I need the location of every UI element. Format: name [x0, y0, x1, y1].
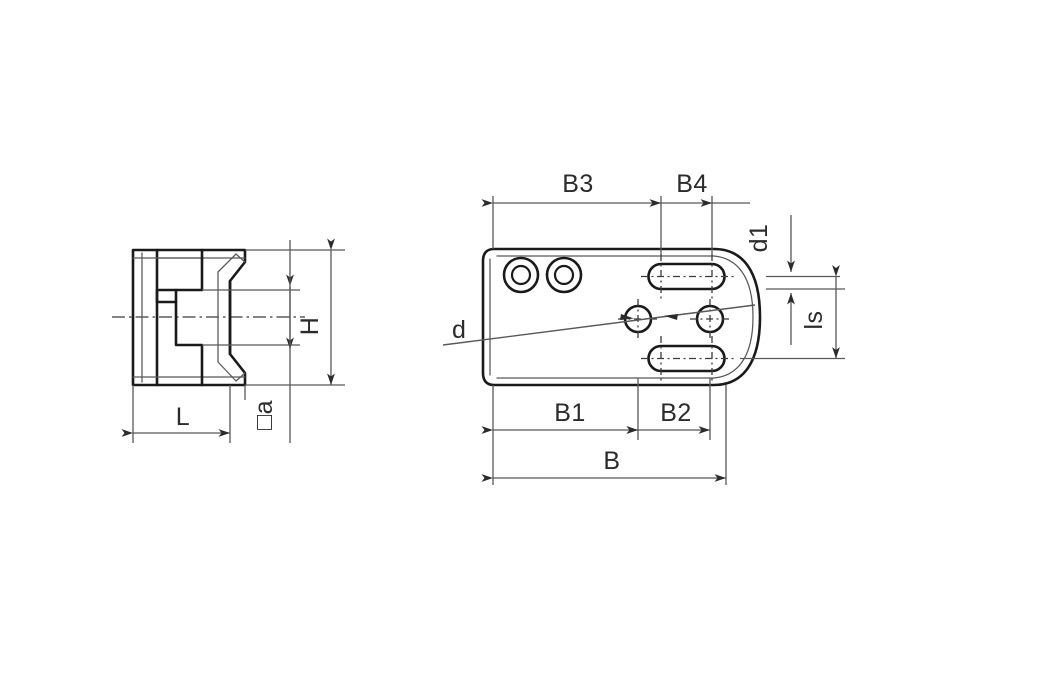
side-view-tslot-profile [174, 248, 204, 387]
side-view-group: H □a L [112, 238, 345, 443]
dim-label-B4: B4 [676, 170, 708, 198]
dim-label-ls: ls [800, 310, 828, 329]
dim-label-L: L [176, 403, 190, 431]
dim-label-d: d [452, 316, 466, 344]
upper-slot [641, 254, 735, 300]
dim-label-B: B [603, 447, 620, 475]
side-view-chamfer-edges [217, 253, 237, 382]
dim-label-d1: d1 [745, 224, 773, 253]
plan-view-group: d B3 B4 d1 ls B [442, 170, 845, 485]
dim-label-H: H [296, 317, 324, 336]
plan-view-outline [481, 247, 762, 387]
through-hole-right [690, 299, 730, 339]
dim-label-square-a: □a [250, 400, 278, 430]
plan-view-right-inner-edge [713, 255, 754, 379]
dim-label-B1: B1 [554, 399, 586, 427]
leader-d: d [442, 304, 756, 346]
counterbore-hole-2 [545, 256, 583, 294]
leader-d-line [442, 304, 756, 346]
counterbore-hole-1 [502, 256, 540, 294]
leader-d-arrow-1 [620, 314, 634, 320]
side-view-tslot-step-upper [155, 288, 178, 304]
lower-slot [641, 336, 735, 382]
side-view-chamfer-corner-edges [235, 253, 246, 382]
dim-label-B3: B3 [562, 170, 594, 198]
dim-label-B2: B2 [660, 399, 692, 427]
leader-d-arrow-2 [664, 314, 678, 320]
